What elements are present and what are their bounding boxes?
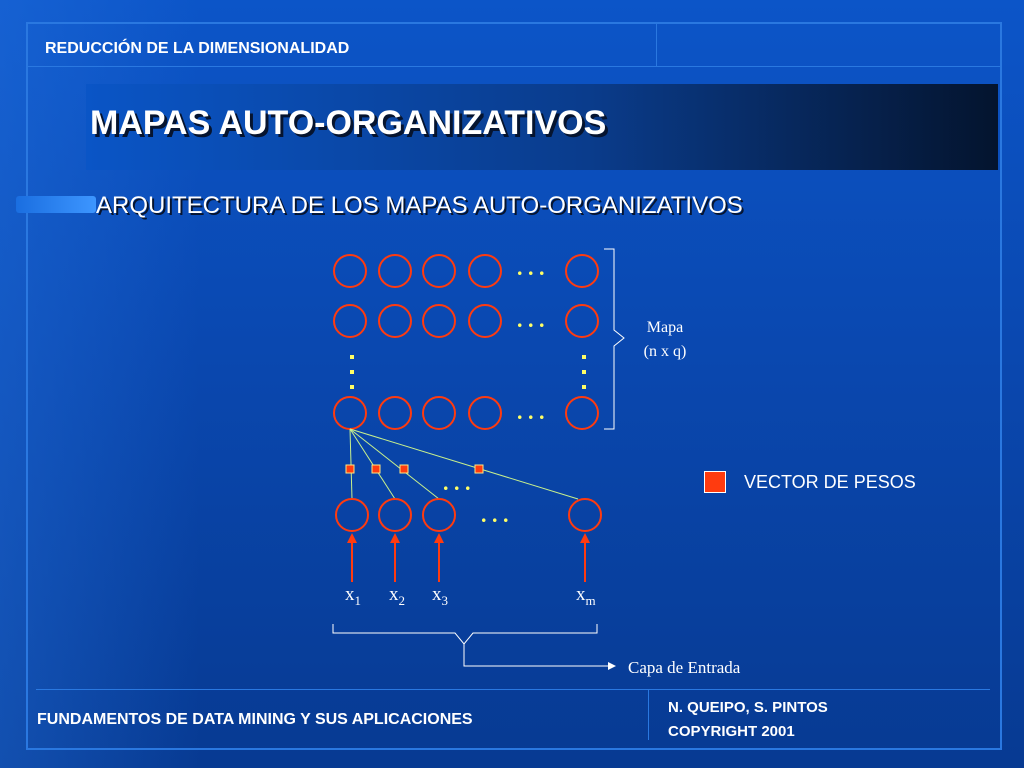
map-neuron-r3-c3 <box>422 396 456 430</box>
weights-ellipsis: . . . <box>443 470 471 495</box>
input-neuron-1 <box>335 498 369 532</box>
footer-vertical-line <box>648 690 649 740</box>
map-neuron-r1-c4 <box>468 254 502 288</box>
map-neuron-r2-c3 <box>422 304 456 338</box>
legend-weight-swatch <box>704 471 726 493</box>
input-arrows <box>347 533 590 582</box>
map-row2-ellipsis: . . . <box>517 307 545 332</box>
title-band <box>86 84 998 170</box>
input-row-ellipsis: . . . <box>481 502 509 527</box>
map-neuron-r3-c4 <box>468 396 502 430</box>
frame-top-line <box>26 22 1002 24</box>
ellipsis-dots <box>350 355 586 389</box>
vertical-dot-2-1 <box>582 355 586 359</box>
map-neuron-r2-c2 <box>378 304 412 338</box>
input-neuron-2 <box>378 498 412 532</box>
vertical-dot-1-3 <box>350 385 354 389</box>
weight-connections <box>349 428 579 500</box>
frame-left-line <box>26 22 28 750</box>
map-neuron-r2-c5 <box>565 304 599 338</box>
weight-marker-2 <box>371 464 381 474</box>
map-neuron-r3-c5 <box>565 396 599 430</box>
map-label-size: (n x q) <box>644 343 687 360</box>
footer-copyright: COPYRIGHT 2001 <box>668 723 795 740</box>
map-row3-ellipsis: . . . <box>517 399 545 424</box>
vertical-dot-2-3 <box>582 385 586 389</box>
map-neuron-r1-c1 <box>333 254 367 288</box>
map-label-name: Mapa <box>647 319 683 336</box>
weight-marker-4 <box>474 464 484 474</box>
input-layer-pointer-arrowhead <box>608 662 616 670</box>
input-label-xm: xm <box>576 584 596 608</box>
header-vertical-line <box>656 24 657 66</box>
connection-line-4 <box>349 428 579 500</box>
frame-right-line <box>1000 22 1002 750</box>
map-neuron-r1-c5 <box>565 254 599 288</box>
vertical-dot-1-2 <box>350 370 354 374</box>
map-neuron-r2-c1 <box>333 304 367 338</box>
footer-authors: N. QUEIPO, S. PINTOS <box>668 699 828 716</box>
map-neuron-r2-c4 <box>468 304 502 338</box>
footer-course-title: FUNDAMENTOS DE DATA MINING Y SUS APLICAC… <box>37 711 473 728</box>
legend-label: VECTOR DE PESOS <box>744 472 916 492</box>
weight-marker-1 <box>345 464 355 474</box>
connection-line-2 <box>349 428 396 500</box>
map-neuron-r3-c2 <box>378 396 412 430</box>
header-divider-line <box>26 66 1002 67</box>
map-neuron-grid <box>333 254 599 430</box>
input-layer-pointer-line <box>463 644 608 667</box>
map-bracket <box>604 248 625 430</box>
input-label-x2: x2 <box>389 584 405 608</box>
input-layer-bracket <box>332 624 598 645</box>
vertical-dot-1-1 <box>350 355 354 359</box>
slide-subtitle: ARQUITECTURA DE LOS MAPAS AUTO-ORGANIZAT… <box>96 192 743 219</box>
input-label-x3: x3 <box>432 584 448 608</box>
frame-bottom-line <box>26 748 1002 750</box>
brackets <box>332 248 625 670</box>
accent-bar <box>16 196 96 213</box>
input-neuron-4 <box>568 498 602 532</box>
weight-marker-3 <box>399 464 409 474</box>
map-neuron-r1-c3 <box>422 254 456 288</box>
input-label-x1: x1 <box>345 584 361 608</box>
map-row1-ellipsis: . . . <box>517 255 545 280</box>
input-neuron-row <box>335 498 602 532</box>
section-label: REDUCCIÓN DE LA DIMENSIONALIDAD <box>45 40 350 57</box>
input-neuron-3 <box>422 498 456 532</box>
vertical-dot-2-2 <box>582 370 586 374</box>
weight-markers <box>345 464 484 474</box>
slide-title: MAPAS AUTO-ORGANIZATIVOS <box>90 104 607 142</box>
footer-divider-line <box>36 689 990 690</box>
connection-line-3 <box>349 428 440 500</box>
input-layer-label: Capa de Entrada <box>628 658 741 677</box>
map-neuron-r3-c1 <box>333 396 367 430</box>
map-neuron-r1-c2 <box>378 254 412 288</box>
connection-line-1 <box>349 428 353 500</box>
